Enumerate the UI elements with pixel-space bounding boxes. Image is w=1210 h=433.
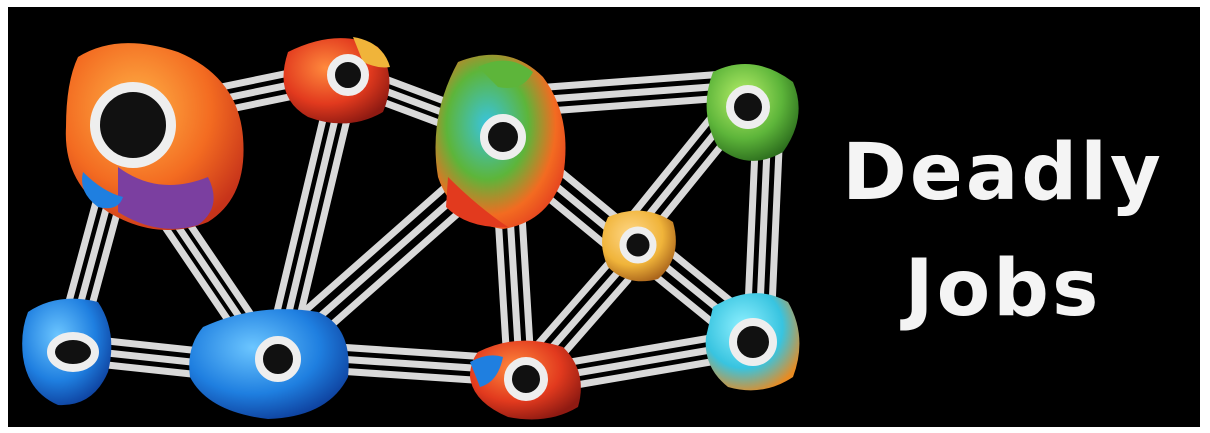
network-nodes-icon bbox=[22, 37, 800, 420]
title-line-2: Jobs bbox=[904, 244, 1102, 334]
title-line-1: Deadly bbox=[842, 128, 1164, 218]
banner-title: Deadly Jobs bbox=[808, 115, 1198, 347]
deadly-jobs-banner: Deadly Jobs bbox=[8, 7, 1200, 427]
